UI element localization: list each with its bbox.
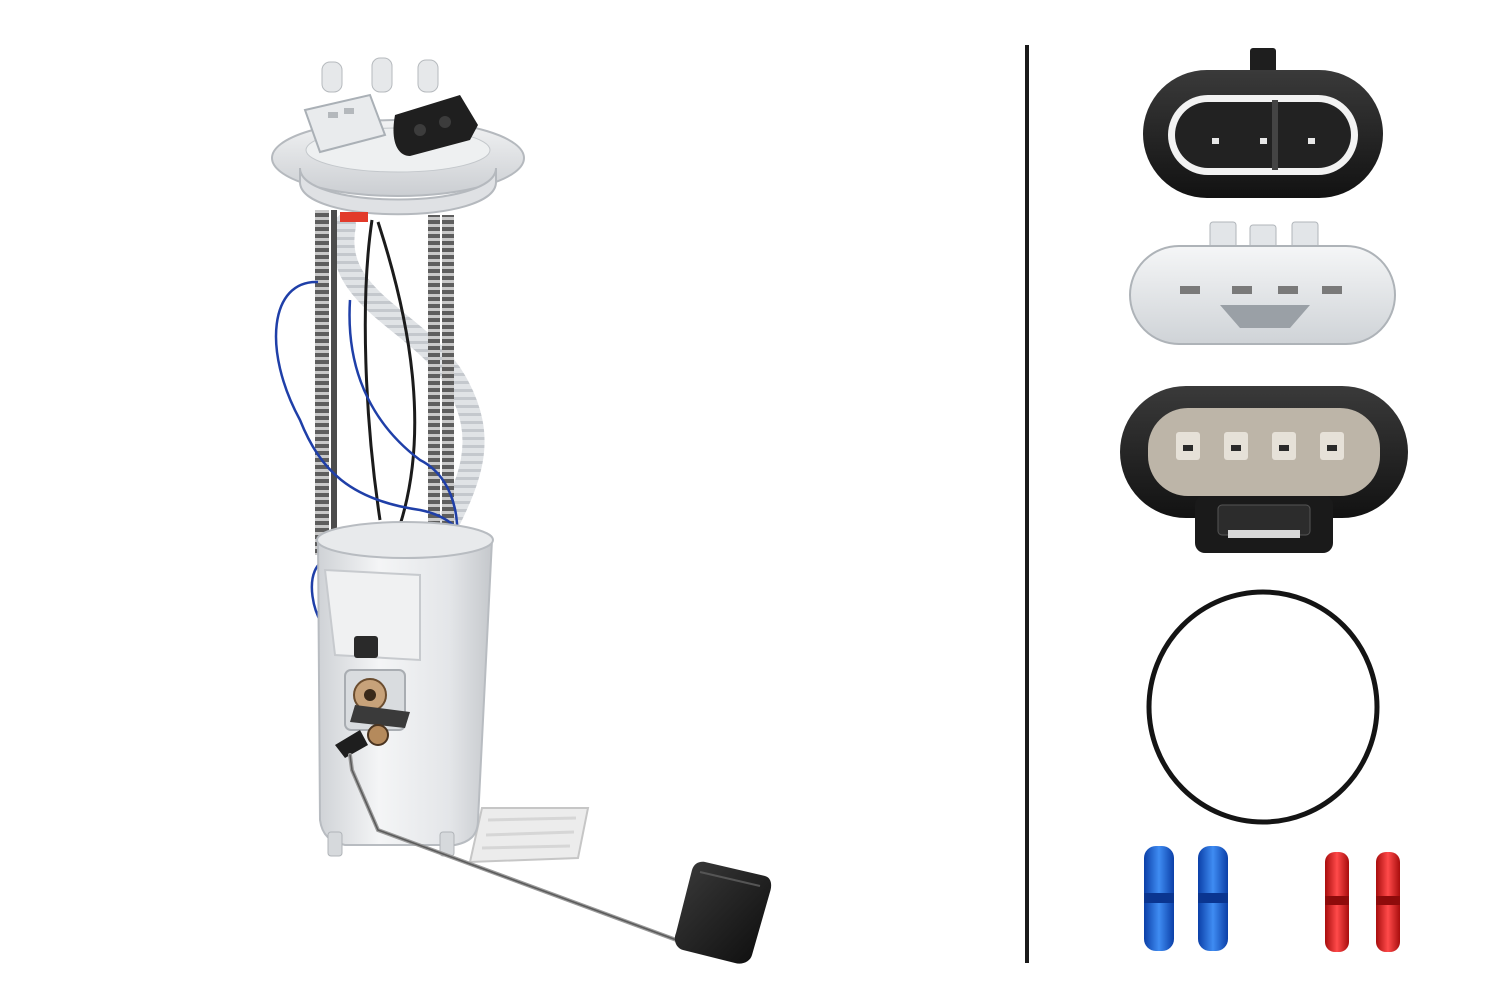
o-ring-seal: [1146, 589, 1380, 825]
4-pin-connector-black: [1120, 386, 1408, 553]
splice-connector-red-2: [1376, 852, 1400, 952]
flange-connector-black: [393, 95, 478, 156]
splice-connector-red-1: [1325, 852, 1349, 952]
fuel-pump-module: [271, 57, 772, 964]
splice-connector-blue-1: [1144, 846, 1174, 951]
vertical-divider: [1025, 45, 1029, 963]
black-wire: [363, 219, 382, 521]
3-pin-connector-black: [1143, 48, 1383, 198]
guide-rod-right: [428, 215, 440, 575]
flange-connector-white: [303, 93, 387, 154]
guide-rod-left: [315, 210, 329, 555]
fuel-level-float: [674, 861, 772, 964]
corrugated-hose: [332, 214, 485, 551]
splice-connector-blue-2: [1198, 846, 1228, 951]
4-pin-connector-white: [1129, 221, 1396, 345]
